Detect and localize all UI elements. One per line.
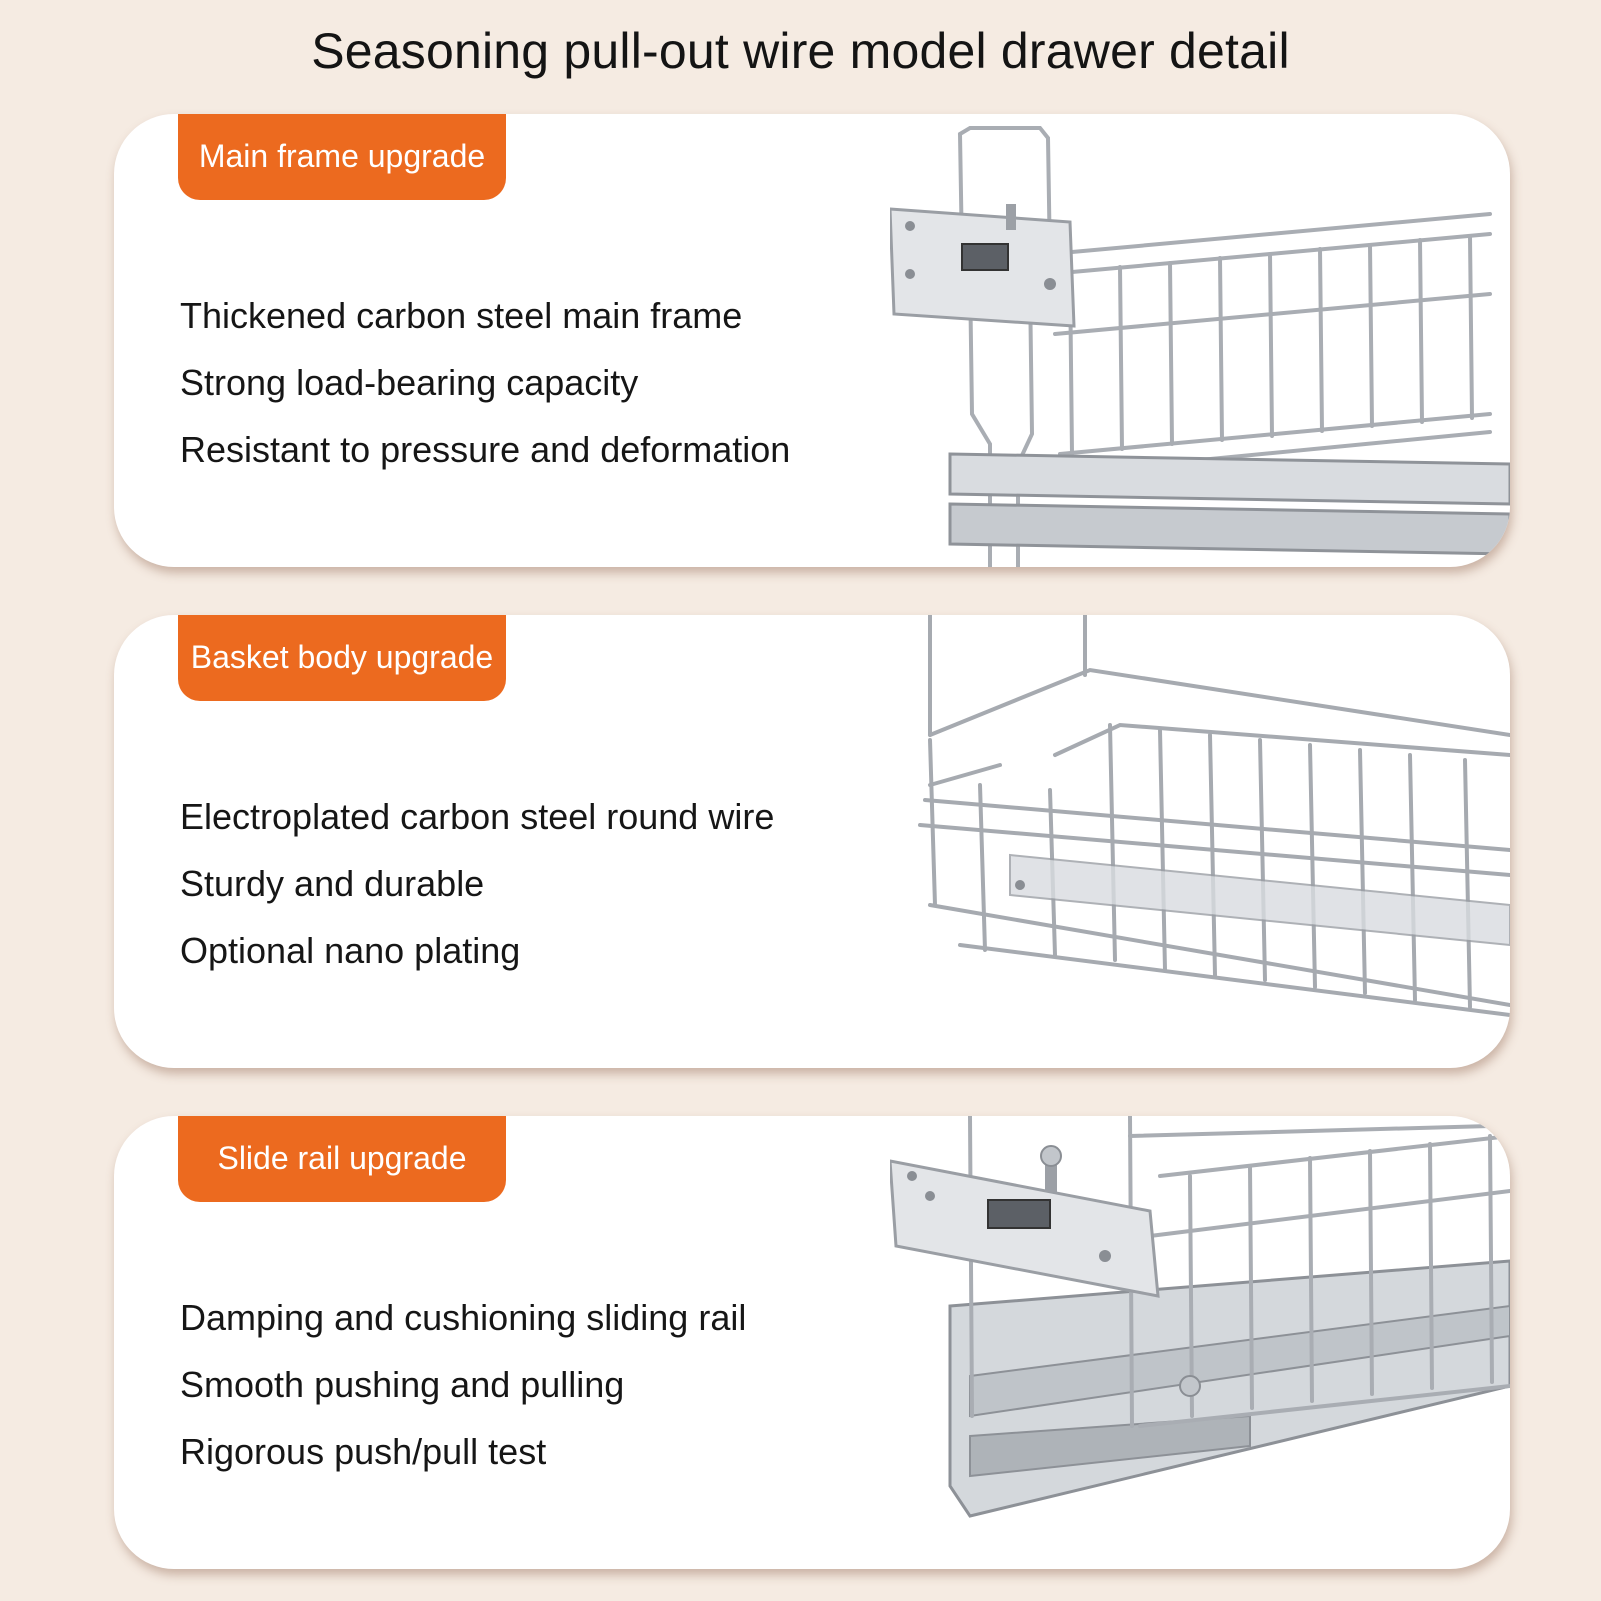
slide-rail-card: Slide rail upgrade Damping and cushionin… xyxy=(114,1116,1510,1569)
feature-item: Thickened carbon steel main frame xyxy=(180,295,743,336)
feature-item: Electroplated carbon steel round wire xyxy=(180,796,775,837)
feature-item: Optional nano plating xyxy=(180,930,521,971)
feature-item: Sturdy and durable xyxy=(180,863,485,904)
page-title: Seasoning pull-out wire model drawer det… xyxy=(311,23,1290,79)
wire-basket-bracket-image xyxy=(890,126,1510,567)
wire-basket-body-image xyxy=(918,615,1510,1017)
section-tag: Main frame upgrade xyxy=(178,114,506,200)
wire-basket-slide-rail-image xyxy=(890,1116,1510,1518)
feature-item: Strong load-bearing capacity xyxy=(180,362,639,403)
basket-body-card: Basket body upgrade Electroplated carbon… xyxy=(114,615,1510,1068)
feature-item: Resistant to pressure and deformation xyxy=(180,429,791,470)
section-tag: Slide rail upgrade xyxy=(178,1116,506,1202)
feature-item: Smooth pushing and pulling xyxy=(180,1364,625,1405)
feature-item: Damping and cushioning sliding rail xyxy=(180,1297,747,1338)
feature-list: Thickened carbon steel main frame Strong… xyxy=(180,282,790,483)
feature-list: Damping and cushioning sliding rail Smoo… xyxy=(180,1284,746,1485)
section-tag: Basket body upgrade xyxy=(178,615,506,701)
feature-item: Rigorous push/pull test xyxy=(180,1431,547,1472)
feature-list: Electroplated carbon steel round wire St… xyxy=(180,783,774,984)
main-frame-card: Main frame upgrade Thickened carbon stee… xyxy=(114,114,1510,567)
